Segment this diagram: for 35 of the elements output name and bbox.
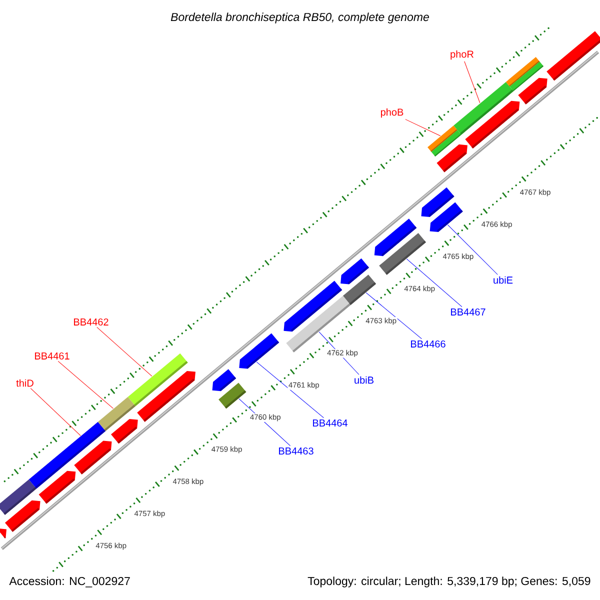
gene-label: BB4464: [313, 419, 348, 427]
gene-label: BB4467: [451, 308, 486, 316]
gene-bar: [546, 31, 600, 81]
gene-bar: [0, 479, 36, 515]
leader-line: [256, 362, 324, 418]
gene-bar: [128, 353, 188, 406]
gene-bar: [431, 130, 462, 156]
leader-line: [96, 326, 152, 376]
gene-label: thiD: [16, 379, 34, 387]
gene-block: [212, 369, 236, 392]
gene-block: [111, 419, 138, 444]
gene-label: phoB: [380, 108, 404, 118]
footer-text: Accession: NC_002927: [9, 576, 130, 588]
leader-line: [58, 361, 114, 409]
gene-block: [239, 333, 280, 369]
leader-line: [30, 388, 81, 436]
gene-block: [74, 440, 112, 474]
gene-block: [465, 100, 520, 149]
gene-label: BB4466: [411, 340, 446, 348]
gene-label: BB4461: [35, 352, 70, 360]
gene-block: [284, 280, 342, 332]
leader-line: [464, 61, 480, 104]
gene-block: [374, 218, 417, 256]
gene-label: BB4463: [279, 447, 314, 455]
gene-block: [518, 78, 548, 104]
gene-block: [421, 187, 454, 218]
gene-block: [340, 258, 369, 284]
gene-label: ubiB: [354, 376, 374, 384]
gene-block: [0, 528, 6, 538]
gene-label: ubiE: [494, 276, 513, 284]
title: Bordetella bronchiseptica RB50, complete genome: [170, 12, 429, 24]
gene-label: BB4462: [74, 318, 108, 326]
leader-line: [447, 224, 498, 275]
footer-text: Topology: circular; Length: 5,339,179 bp; Genes: 5,059: [308, 576, 590, 588]
gene-label: phoR: [450, 50, 474, 60]
